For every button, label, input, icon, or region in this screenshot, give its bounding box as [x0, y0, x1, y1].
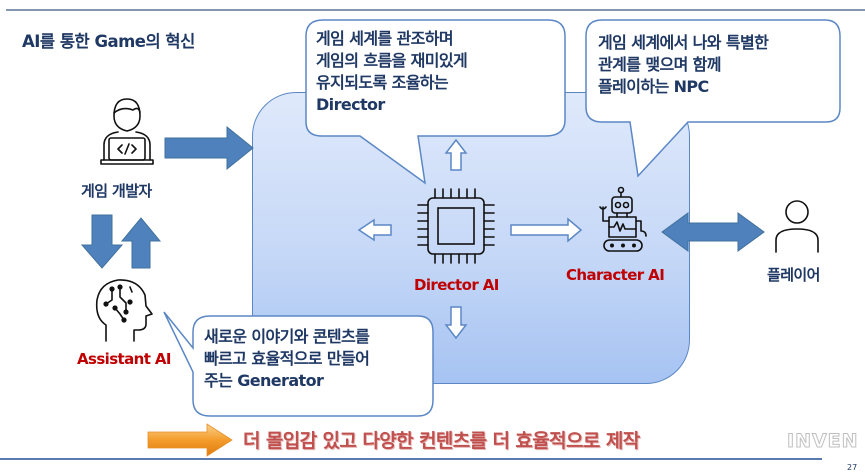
- character-ai-label: Character AI: [566, 266, 665, 284]
- player-label: 플레이어: [767, 266, 820, 284]
- director-callout-line: 게임의 흐름을 재미있게: [316, 51, 468, 70]
- character-callout-line: 플레이하는 NPC: [598, 77, 709, 96]
- director-callout: 게임 세계를 관조하며 게임의 흐름을 재미있게 유지되도록 조율하는 Dire…: [316, 28, 468, 116]
- assistant-callout: 새로운 이야기와 콘텐츠를 빠르고 효율적으로 만들어 주는 Generator: [204, 326, 370, 392]
- developer-to-ai-arrow: [164, 125, 254, 171]
- director-to-character-arrow: [510, 217, 583, 243]
- bottom-divider: [0, 458, 822, 460]
- director-ai-label: Director AI: [414, 276, 499, 294]
- person-icon: [775, 200, 819, 253]
- director-down-arrow: [444, 306, 468, 340]
- assistant-callout-line: 새로운 이야기와 콘텐츠를: [204, 327, 370, 346]
- director-up-arrow: [444, 138, 468, 171]
- orange-arrow-right-icon: [147, 423, 233, 457]
- slide-title: AI를 통한 Game의 혁신: [22, 32, 195, 51]
- director-left-arrow: [357, 218, 392, 242]
- director-callout-line: 게임 세계를 관조하며: [316, 29, 454, 48]
- director-callout-line: Director: [316, 95, 385, 114]
- conclusion-text: 더 몰입감 있고 다양한 컨텐츠를 더 효율적으로 제작: [243, 430, 640, 452]
- assistant-ai-label: Assistant AI: [77, 350, 171, 368]
- developer-to-assistant-arrow: [80, 214, 124, 269]
- character-callout-line: 게임 세계에서 나와 특별한: [598, 33, 769, 52]
- director-callout-line: 유지되도록 조율하는: [316, 73, 449, 92]
- character-callout: 게임 세계에서 나와 특별한 관계를 맺으며 함께 플레이하는 NPC: [598, 32, 769, 98]
- top-divider: [6, 9, 865, 11]
- assistant-callout-line: 빠르고 효율적으로 만들어: [204, 349, 370, 368]
- inven-logo: INVEN: [787, 430, 859, 453]
- brain-circuit-icon: [95, 279, 153, 342]
- page-number: 27: [847, 463, 858, 472]
- director-callout-bubble: [305, 19, 566, 185]
- robot-icon: [599, 186, 647, 252]
- assistant-callout-line: 주는 Generator: [204, 371, 324, 390]
- character-callout-bubble: [585, 19, 841, 178]
- character-callout-line: 관계를 맺으며 함께: [598, 55, 722, 74]
- character-player-double-arrow: [661, 212, 765, 252]
- cpu-chip-icon: [417, 188, 495, 264]
- assistant-callout-bubble: [163, 311, 434, 417]
- developer-label: 게임 개발자: [81, 182, 152, 200]
- assistant-to-developer-arrow: [120, 217, 162, 269]
- developer-laptop-icon: [100, 98, 154, 165]
